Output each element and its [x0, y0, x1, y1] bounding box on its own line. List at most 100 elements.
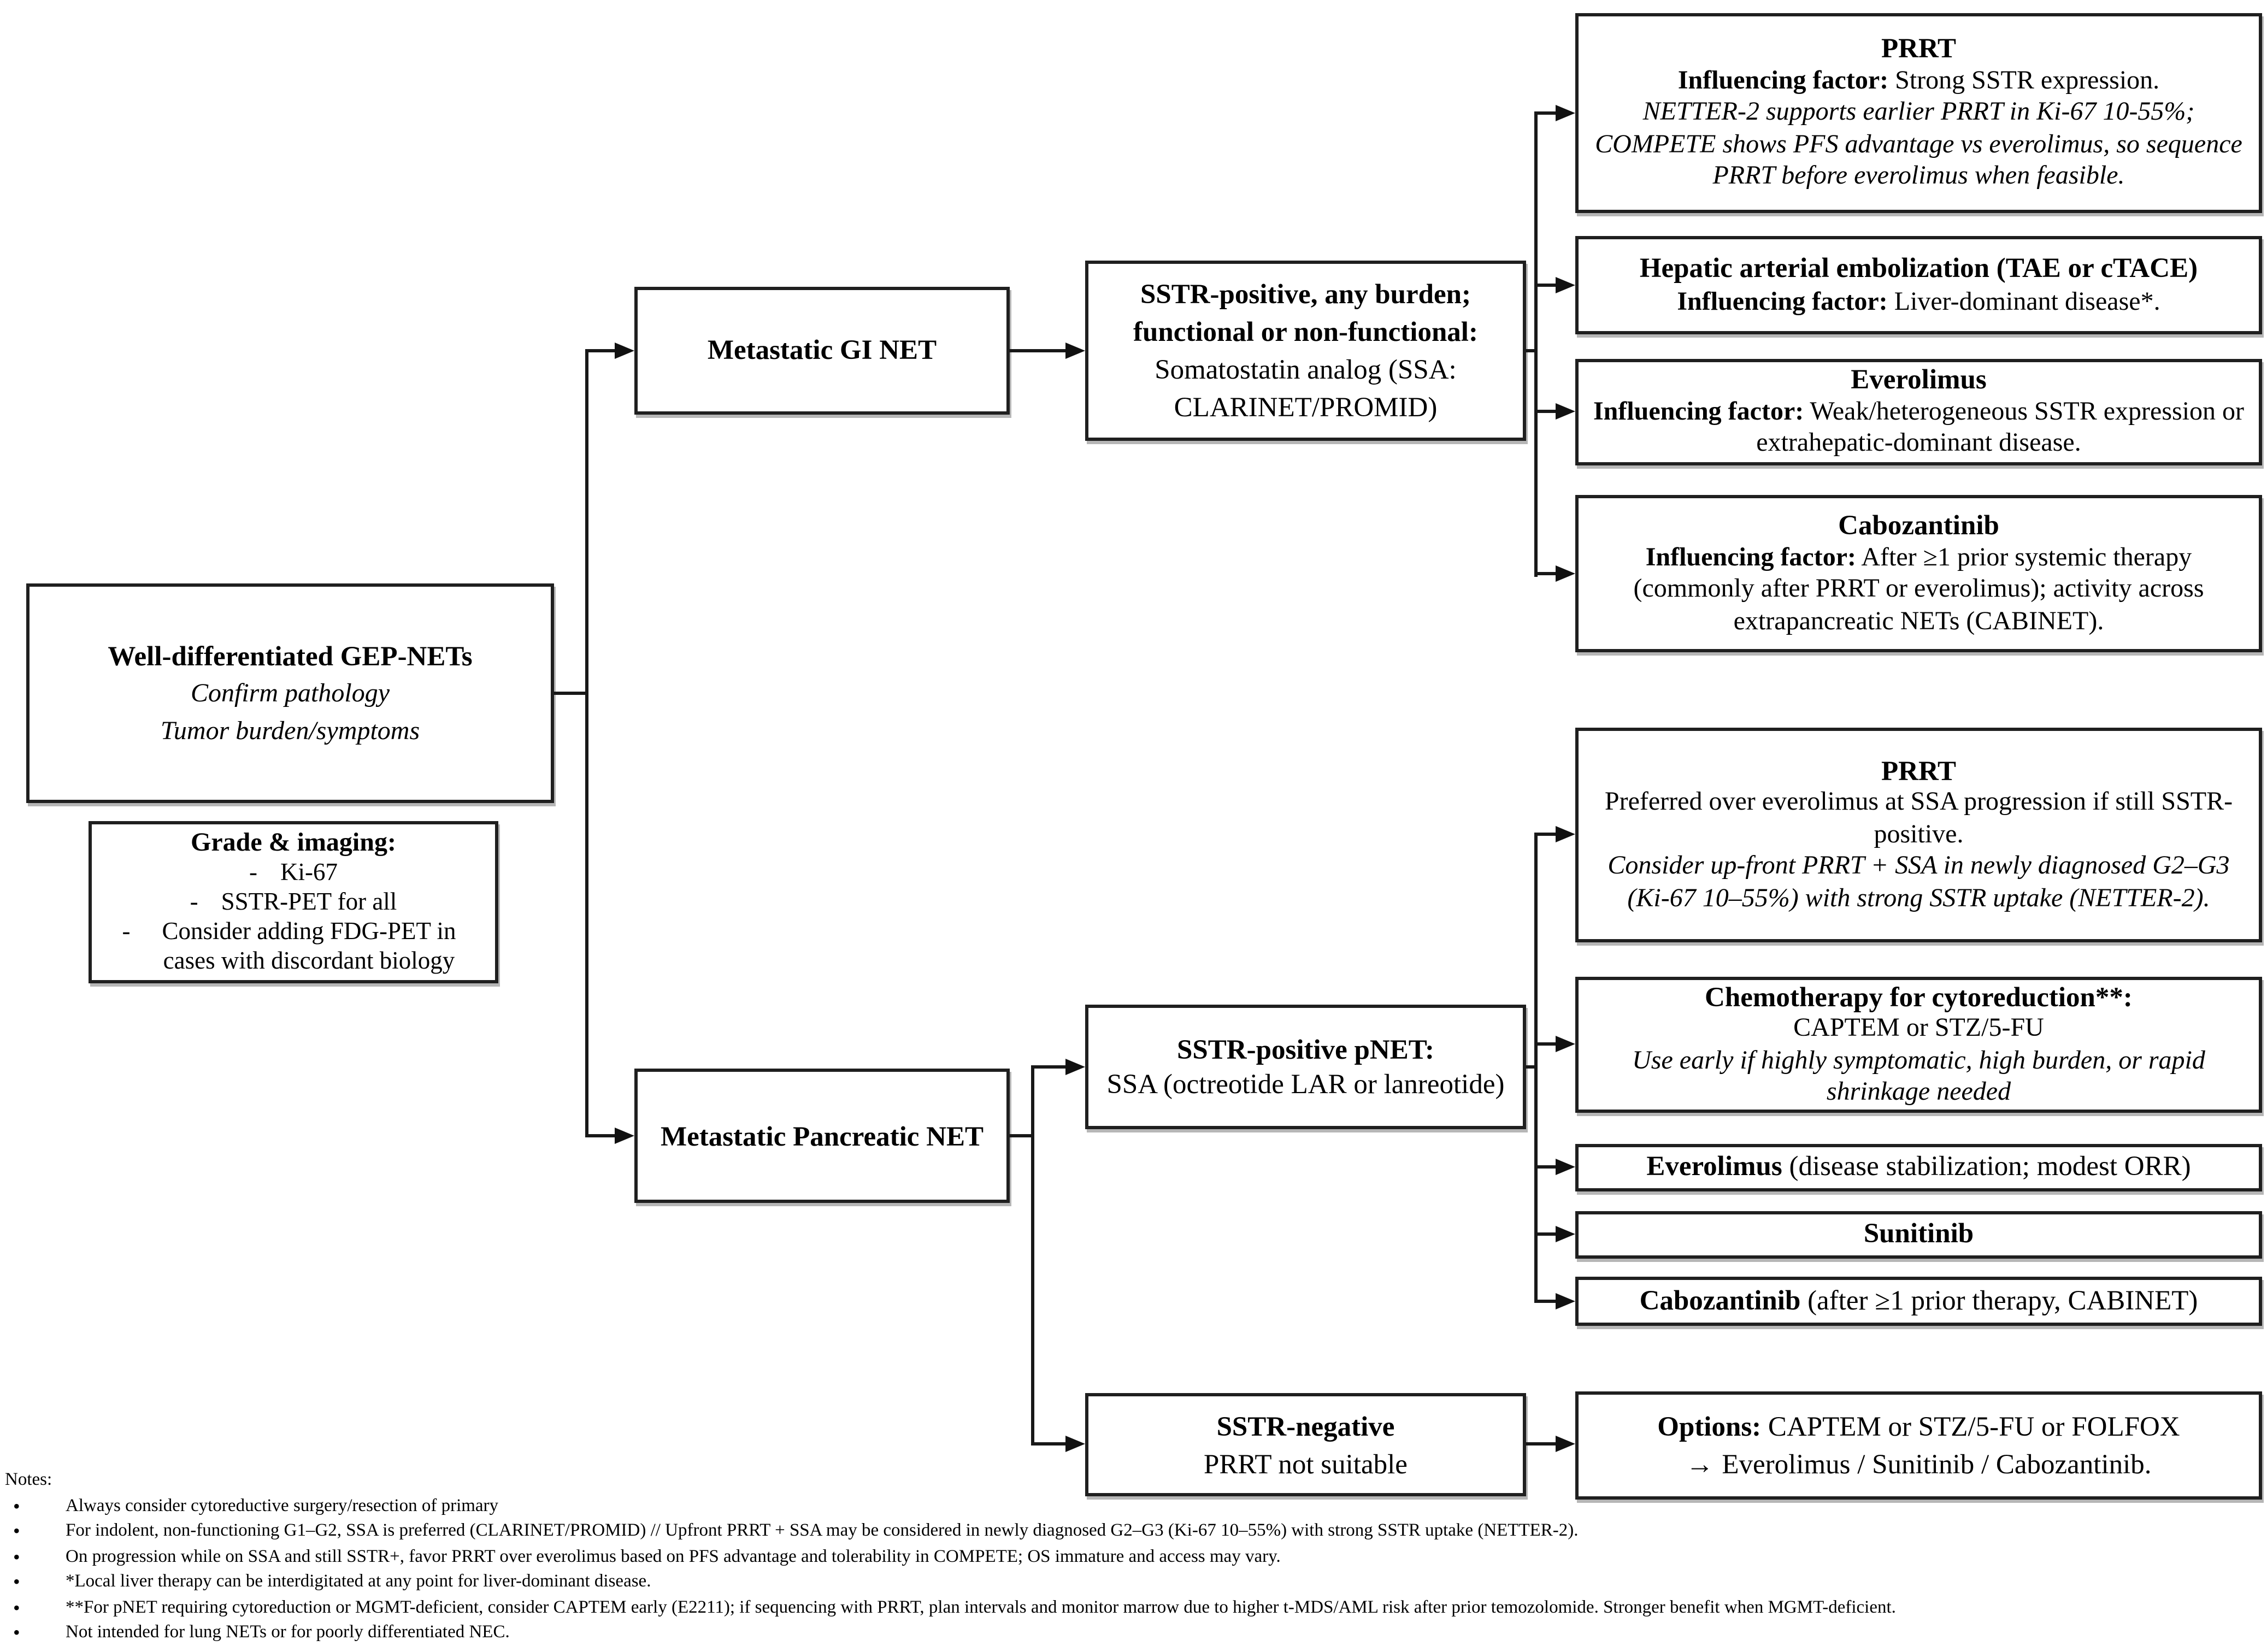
note-text: Not intended for lung NETs or for poorly… [66, 1622, 510, 1642]
node-label: Metastatic Pancreatic NET [660, 1120, 984, 1152]
option-title: Chemotherapy for cytoreduction**: [1705, 981, 2133, 1012]
connector-to-pnet-cabozantinib [1534, 1300, 1556, 1303]
connector-root-vertical [585, 349, 588, 1137]
option-title: Everolimus [1851, 364, 1987, 396]
bullet-marker: • [13, 1494, 20, 1517]
pnet-option-cabozantinib-row: Cabozantinib (after ≥1 prior therapy, CA… [1575, 1277, 2262, 1326]
option-title: Cabozantinib [1639, 1284, 1801, 1316]
pnet-option-chemotherapy-box: Chemotherapy for cytoreduction**: CAPTEM… [1575, 977, 2262, 1113]
connector-pnet-stub [1010, 1134, 1034, 1137]
pnet-sstr-negative-options-box: Options: CAPTEM or STZ/5-FU or FOLFOX → E… [1575, 1391, 2262, 1500]
note-text: On progression while on SSA and still SS… [66, 1546, 1281, 1566]
connector-to-gi-node [585, 349, 615, 352]
root-subtitle-1: Confirm pathology [190, 679, 390, 707]
gi-sstr-positive-ssa-box: SSTR-positive, any burden; functional or… [1085, 261, 1526, 441]
right-arrow-glyph: → [1686, 1449, 1714, 1480]
root-title: Well-differentiated GEP-NETs [108, 640, 473, 671]
bullet-marker: • [13, 1544, 20, 1568]
note-text: **For pNET requiring cytoreduction or MG… [66, 1597, 1896, 1617]
gi-option-everolimus-box: Everolimus Influencing factor: Weak/hete… [1575, 359, 2262, 465]
options-label: Options: [1657, 1411, 1762, 1442]
influencing-factor-line: Influencing factor: After ≥1 prior syste… [1588, 542, 2249, 638]
grade-item-sstr-pet: - SSTR-PET for all [190, 888, 397, 918]
connector-root-stub [554, 692, 588, 695]
connector-gi-to-ssa [1010, 349, 1065, 352]
grade-item-label: Consider adding FDG-PET in cases with di… [162, 919, 456, 975]
arrowhead-to-gi-cabozantinib [1556, 565, 1575, 582]
bullet-marker: • [13, 1570, 20, 1593]
gi-ssa-bold-text: SSTR-positive, any burden; functional or… [1133, 279, 1478, 347]
note-text: *Local liver therapy can be interdigitat… [66, 1572, 651, 1591]
arrowhead-to-gi-node [615, 343, 634, 359]
connector-to-gi-embolization [1534, 284, 1556, 287]
note-item: • Not intended for lung NETs or for poor… [5, 1621, 2264, 1647]
connector-gi-ssa-stub [1526, 349, 1538, 352]
grade-item-ki67: - Ki-67 [249, 859, 338, 888]
arrowhead-to-pnet-chemo [1556, 1036, 1575, 1052]
grade-item-fdg-pet: - Consider adding FDG-PET in cases with … [122, 918, 465, 977]
connector-pnet-options-vertical [1534, 834, 1538, 1303]
note-item: • For indolent, non-functioning G1–G2, S… [5, 1519, 2264, 1545]
option-title: PRRT [1881, 755, 1957, 787]
gi-option-embolization-box: Hepatic arterial embolization (TAE or cT… [1575, 236, 2262, 334]
option-detail: (disease stabilization; modest ORR) [1782, 1150, 2191, 1182]
option-trial-note: Consider up-front PRRT + SSA in newly di… [1607, 852, 2230, 913]
pnet-option-sunitinib-row: Sunitinib [1575, 1211, 2262, 1259]
connector-gi-options-vertical [1534, 113, 1538, 577]
pnet-ssa-bold-text: SSTR-positive pNET: [1177, 1034, 1434, 1065]
connector-to-gi-cabozantinib [1534, 572, 1556, 575]
influencing-factor-text: After ≥1 prior systemic therapy (commonl… [1633, 543, 2204, 635]
gi-option-prrt-box: PRRT Influencing factor: Strong SSTR exp… [1575, 13, 2262, 213]
arrowhead-gi-to-ssa [1065, 343, 1085, 359]
influencing-factor-label: Influencing factor: [1645, 543, 1857, 571]
arrowhead-to-pnet-cabozantinib [1556, 1293, 1575, 1309]
influencing-factor-line: Influencing factor: Strong SSTR expressi… [1678, 65, 2159, 97]
option-line: Everolimus (disease stabilization; modes… [1646, 1151, 2191, 1184]
influencing-factor-line: Influencing factor: Liver-dominant disea… [1677, 285, 2160, 320]
connector-to-gi-everolimus [1534, 410, 1556, 413]
option-trial-note: NETTER-2 supports earlier PRRT in Ki-67 … [1595, 98, 2242, 191]
options-sequence: Everolimus / Sunitinib / Cabozantinib. [1722, 1449, 2152, 1480]
sstr-negative-title: SSTR-negative [1216, 1410, 1395, 1442]
pnet-sstr-positive-ssa-box: SSTR-positive pNET: SSA (octreotide LAR … [1085, 1005, 1526, 1129]
node-label: Metastatic GI NET [707, 334, 937, 365]
connector-pnet-vertical [1031, 1067, 1034, 1446]
influencing-factor-label: Influencing factor: [1677, 67, 1889, 95]
grade-imaging-box: Grade & imaging: - Ki-67 - SSTR-PET for … [89, 821, 498, 983]
option-title: Hepatic arterial embolization (TAE or cT… [1639, 252, 2198, 284]
connector-to-pnet-prrt [1534, 833, 1556, 836]
arrowhead-to-gi-prrt [1556, 105, 1575, 121]
connector-to-pnet-everolimus [1534, 1165, 1556, 1169]
arrowhead-to-gi-everolimus [1556, 403, 1575, 420]
bullet-marker: • [13, 1519, 20, 1542]
options-regimens: CAPTEM or STZ/5-FU or FOLFOX [1761, 1411, 2180, 1442]
connector-pnet-ssa-stub [1526, 1065, 1538, 1069]
connector-to-pnet-chemo [1534, 1042, 1556, 1046]
arrowhead-to-gi-embolization [1556, 277, 1575, 293]
pnet-ssa-normal-text: SSA (octreotide LAR or lanreotide) [1106, 1069, 1505, 1100]
grade-item-label: Ki-67 [280, 860, 338, 887]
pnet-option-prrt-box: PRRT Preferred over everolimus at SSA pr… [1575, 728, 2262, 942]
pnet-option-everolimus-row: Everolimus (disease stabilization; modes… [1575, 1144, 2262, 1191]
gi-option-cabozantinib-box: Cabozantinib Influencing factor: After ≥… [1575, 495, 2262, 652]
option-title: Everolimus [1646, 1150, 1782, 1182]
connector-to-pnet-ssa [1031, 1065, 1065, 1069]
bullet-marker: • [13, 1621, 20, 1644]
influencing-factor-label: Influencing factor: [1677, 288, 1888, 316]
grade-item-label: SSTR-PET for all [221, 890, 397, 916]
option-line: Cabozantinib (after ≥1 prior therapy, CA… [1640, 1284, 2198, 1318]
connector-sstrneg-to-options [1526, 1442, 1556, 1446]
arrowhead-to-pnet-prrt [1556, 826, 1575, 842]
pnet-sstr-negative-box: SSTR-negative PRRT not suitable [1085, 1393, 1526, 1496]
sstr-negative-subtitle: PRRT not suitable [1204, 1448, 1408, 1479]
note-item: • **For pNET requiring cytoreduction or … [5, 1596, 2264, 1621]
node-metastatic-gi-net: Metastatic GI NET [634, 287, 1010, 415]
influencing-factor-label: Influencing factor: [1593, 398, 1804, 426]
root-subtitle-2: Tumor burden/symptoms [160, 717, 420, 745]
influencing-factor-text: Liver-dominant disease*. [1887, 288, 2160, 316]
connector-to-pnet-sunitinib [1534, 1232, 1556, 1236]
arrowhead-to-pnet-sunitinib [1556, 1226, 1575, 1242]
influencing-factor-text: Weak/heterogeneous SSTR expression or ex… [1756, 398, 2245, 458]
note-item: • *Local liver therapy can be interdigit… [5, 1570, 2264, 1596]
